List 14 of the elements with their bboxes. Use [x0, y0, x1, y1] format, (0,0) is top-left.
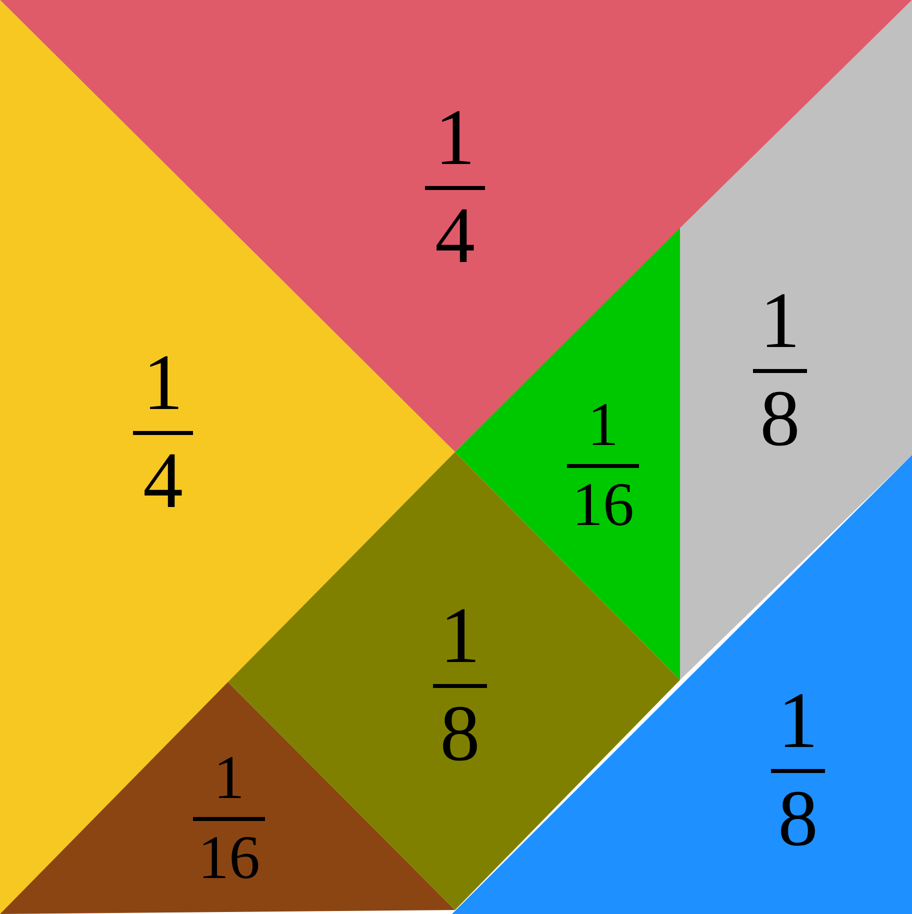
fraction-denominator: 16	[198, 827, 260, 889]
fraction-denominator: 4	[143, 441, 183, 521]
fraction-numerator: 1	[440, 596, 480, 676]
fraction-numerator: 1	[435, 98, 475, 178]
fraction-denominator: 4	[435, 196, 475, 276]
fraction-numerator: 1	[760, 281, 800, 361]
fraction-denominator: 16	[572, 474, 634, 536]
fraction-denominator: 8	[440, 694, 480, 774]
fraction-numerator: 1	[778, 681, 818, 761]
fraction-denominator: 8	[778, 779, 818, 859]
fraction-numerator: 1	[214, 747, 244, 809]
fraction-numerator: 1	[588, 394, 618, 456]
fraction-denominator: 8	[760, 379, 800, 459]
fraction-numerator: 1	[143, 343, 183, 423]
